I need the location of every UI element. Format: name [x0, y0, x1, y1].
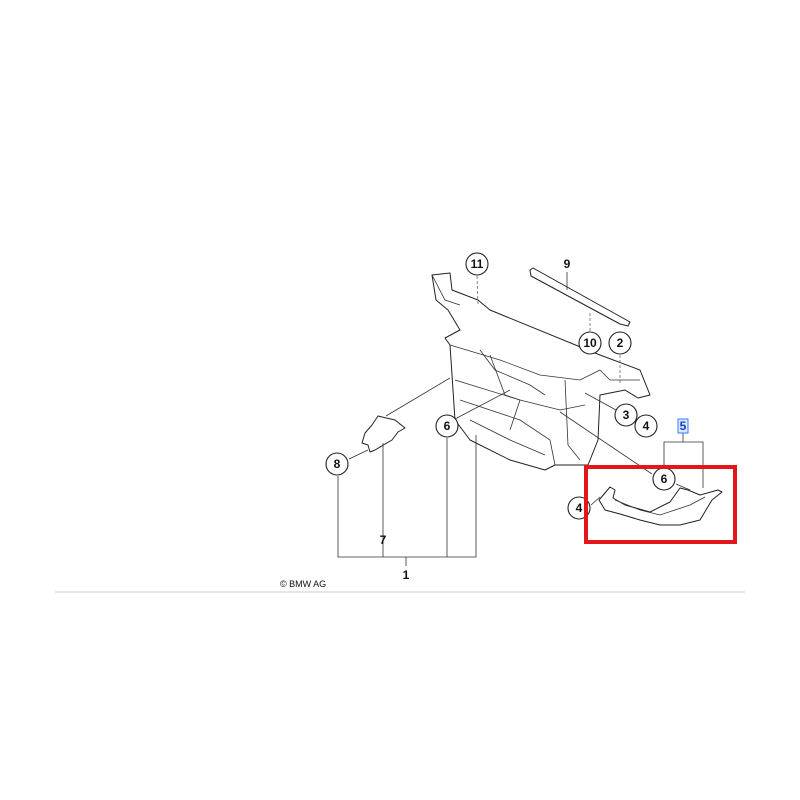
callout-5[interactable]: 5 [677, 418, 689, 434]
svg-text:5: 5 [680, 419, 687, 433]
svg-text:10: 10 [583, 336, 597, 350]
copyright-text: © BMW AG [280, 579, 326, 589]
svg-text:6: 6 [444, 419, 451, 433]
callout-10[interactable]: 10 [578, 331, 602, 355]
svg-text:8: 8 [334, 457, 341, 471]
callout-7[interactable]: 7 [380, 533, 387, 547]
callout-2[interactable]: 2 [608, 331, 632, 355]
svg-text:1: 1 [403, 568, 410, 582]
bracket-part-5 [598, 486, 723, 526]
callout-4-top[interactable]: 4 [634, 414, 658, 438]
callout-3[interactable]: 3 [614, 403, 638, 427]
callout-11[interactable]: 11 [465, 252, 489, 276]
leader-lines [337, 272, 704, 566]
highlight-box [584, 465, 737, 544]
callout-8[interactable]: 8 [325, 452, 349, 476]
callout-1[interactable]: 1 [403, 568, 410, 582]
bracket-part-8 [361, 415, 406, 453]
front-panel-part [431, 272, 651, 471]
svg-text:4: 4 [576, 501, 583, 515]
svg-text:2: 2 [617, 336, 624, 350]
strip-part-9 [529, 267, 631, 327]
svg-text:4: 4 [643, 419, 650, 433]
svg-text:11: 11 [471, 257, 484, 271]
callout-9[interactable]: 9 [564, 257, 571, 271]
svg-text:3: 3 [623, 408, 630, 422]
svg-text:6: 6 [661, 472, 668, 486]
svg-text:9: 9 [564, 257, 571, 271]
svg-text:7: 7 [380, 533, 387, 547]
callout-6-left[interactable]: 6 [435, 414, 459, 438]
callout-6-right[interactable]: 6 [652, 467, 676, 491]
